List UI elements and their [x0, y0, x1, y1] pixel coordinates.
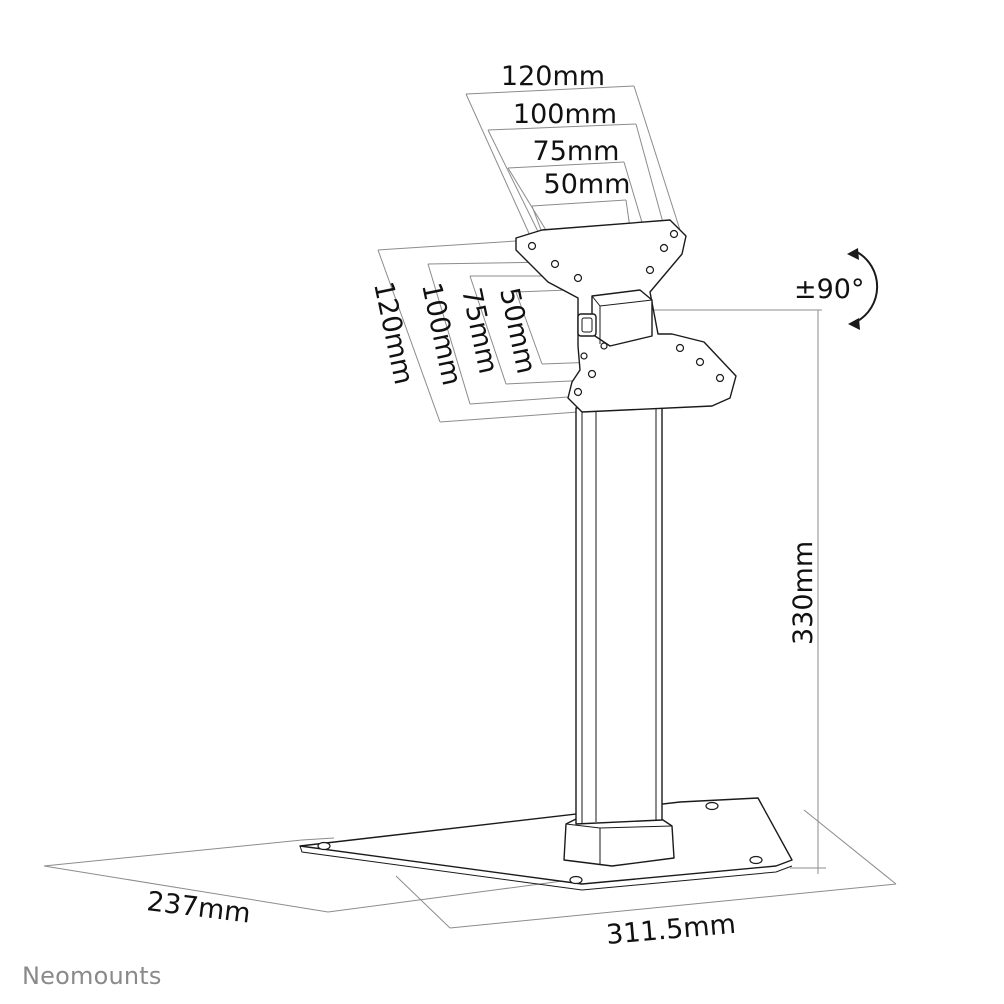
- base-plate: [299, 797, 793, 891]
- base-width-label: 311.5mm: [605, 909, 737, 951]
- dimension-lines: [43, 85, 897, 929]
- vesa-vertical-120-label: 120mm: [367, 279, 419, 387]
- vesa-horizontal-120-label: 120mm: [501, 61, 605, 92]
- width-dimension-lines: [395, 809, 897, 929]
- vesa-horizontal-100-label: 100mm: [513, 99, 617, 130]
- vesa-horizontal-50-label: 50mm: [544, 169, 631, 200]
- brand-logo-text: Neomounts: [22, 962, 162, 990]
- rotation-arrow-icon: [847, 248, 879, 330]
- column: [575, 399, 663, 825]
- column-foot: [563, 817, 675, 867]
- vesa-horizontal-dimension-lines: [465, 85, 681, 277]
- vesa-horizontal-75-label: 75mm: [533, 136, 620, 167]
- column-height-label: 330mm: [788, 541, 819, 645]
- height-dimension-lines: [652, 309, 826, 874]
- base-depth-label: 237mm: [145, 886, 252, 929]
- depth-dimension-lines: [43, 837, 571, 913]
- vesa-vertical-dimension-lines: [377, 239, 599, 423]
- rotation-label: ±90°: [794, 274, 864, 305]
- tilt-head: [577, 289, 653, 350]
